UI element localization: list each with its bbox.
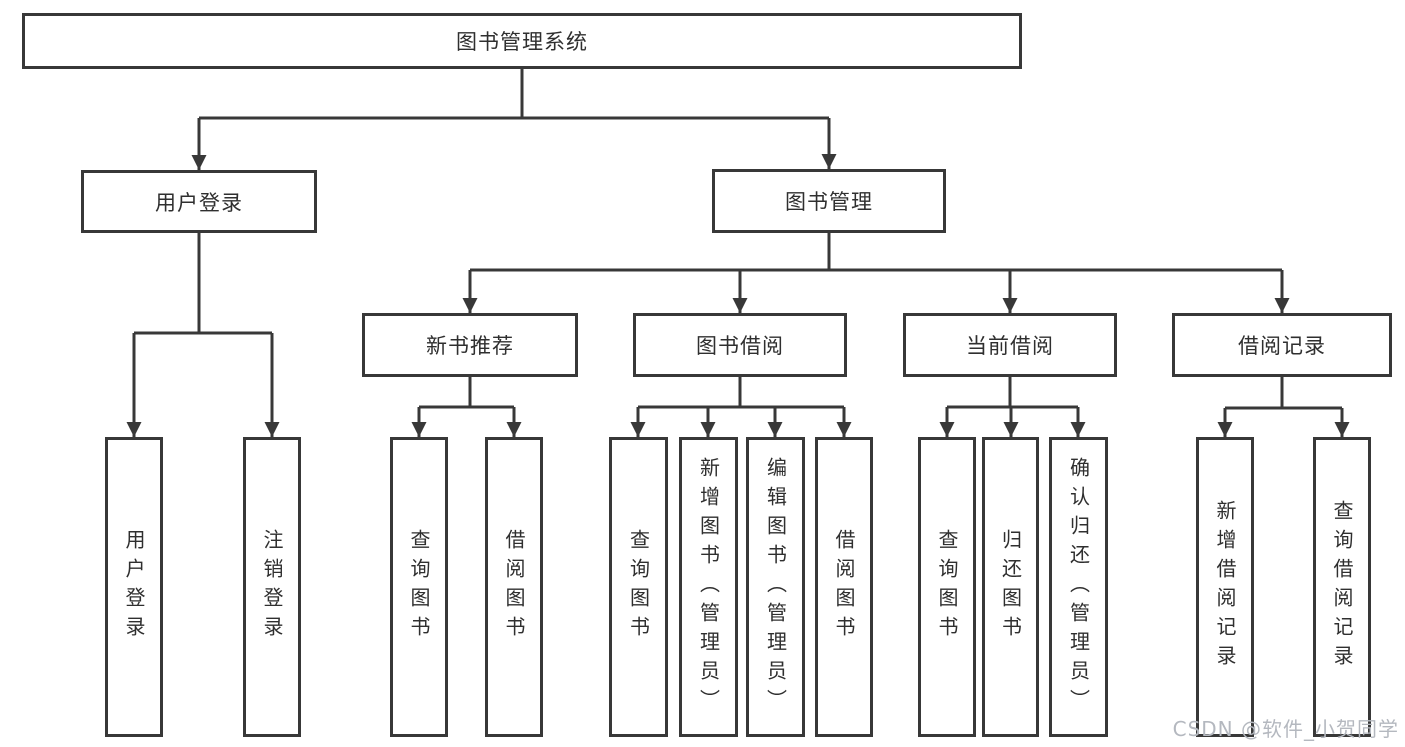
node-current-borrow: 当前借阅 bbox=[903, 313, 1117, 377]
leaf-query-books-borrow: 查询图书 bbox=[609, 437, 668, 737]
leaf-query-books-current: 查询图书 bbox=[918, 437, 976, 737]
leaf-query-books-recommend: 查询图书 bbox=[390, 437, 448, 737]
node-book-management: 图书管理 bbox=[712, 169, 946, 233]
leaf-confirm-return-admin: 确认归还（管理员） bbox=[1049, 437, 1108, 737]
node-user-login: 用户登录 bbox=[81, 170, 317, 233]
node-book-borrow: 图书借阅 bbox=[633, 313, 847, 377]
leaf-return-books: 归还图书 bbox=[982, 437, 1039, 737]
leaf-add-books-admin: 新增图书（管理员） bbox=[679, 437, 738, 737]
leaf-logout: 注销登录 bbox=[243, 437, 301, 737]
connector-root-rail bbox=[199, 69, 829, 120]
connector-current-borrow-rail bbox=[947, 377, 1078, 409]
connector-book-borrow-rail bbox=[638, 377, 844, 409]
connector-book-mgmt-rail bbox=[470, 233, 1282, 272]
leaf-borrow-books-recommend: 借阅图书 bbox=[485, 437, 543, 737]
leaf-add-borrow-record: 新增借阅记录 bbox=[1196, 437, 1254, 737]
leaf-query-borrow-record: 查询借阅记录 bbox=[1313, 437, 1371, 737]
node-new-book-recommend: 新书推荐 bbox=[362, 313, 578, 377]
leaf-user-login: 用户登录 bbox=[105, 437, 163, 737]
csdn-watermark: CSDN @软件_小贺同学 bbox=[1172, 717, 1399, 741]
node-root-system: 图书管理系统 bbox=[22, 13, 1022, 69]
leaf-borrow-books: 借阅图书 bbox=[815, 437, 873, 737]
connector-user-login-rail bbox=[134, 233, 272, 335]
leaf-edit-books-admin: 编辑图书（管理员） bbox=[746, 437, 805, 737]
connector-new-book-rail bbox=[419, 377, 514, 409]
node-borrow-record: 借阅记录 bbox=[1172, 313, 1392, 377]
connector-borrow-record-rail bbox=[1225, 377, 1342, 410]
